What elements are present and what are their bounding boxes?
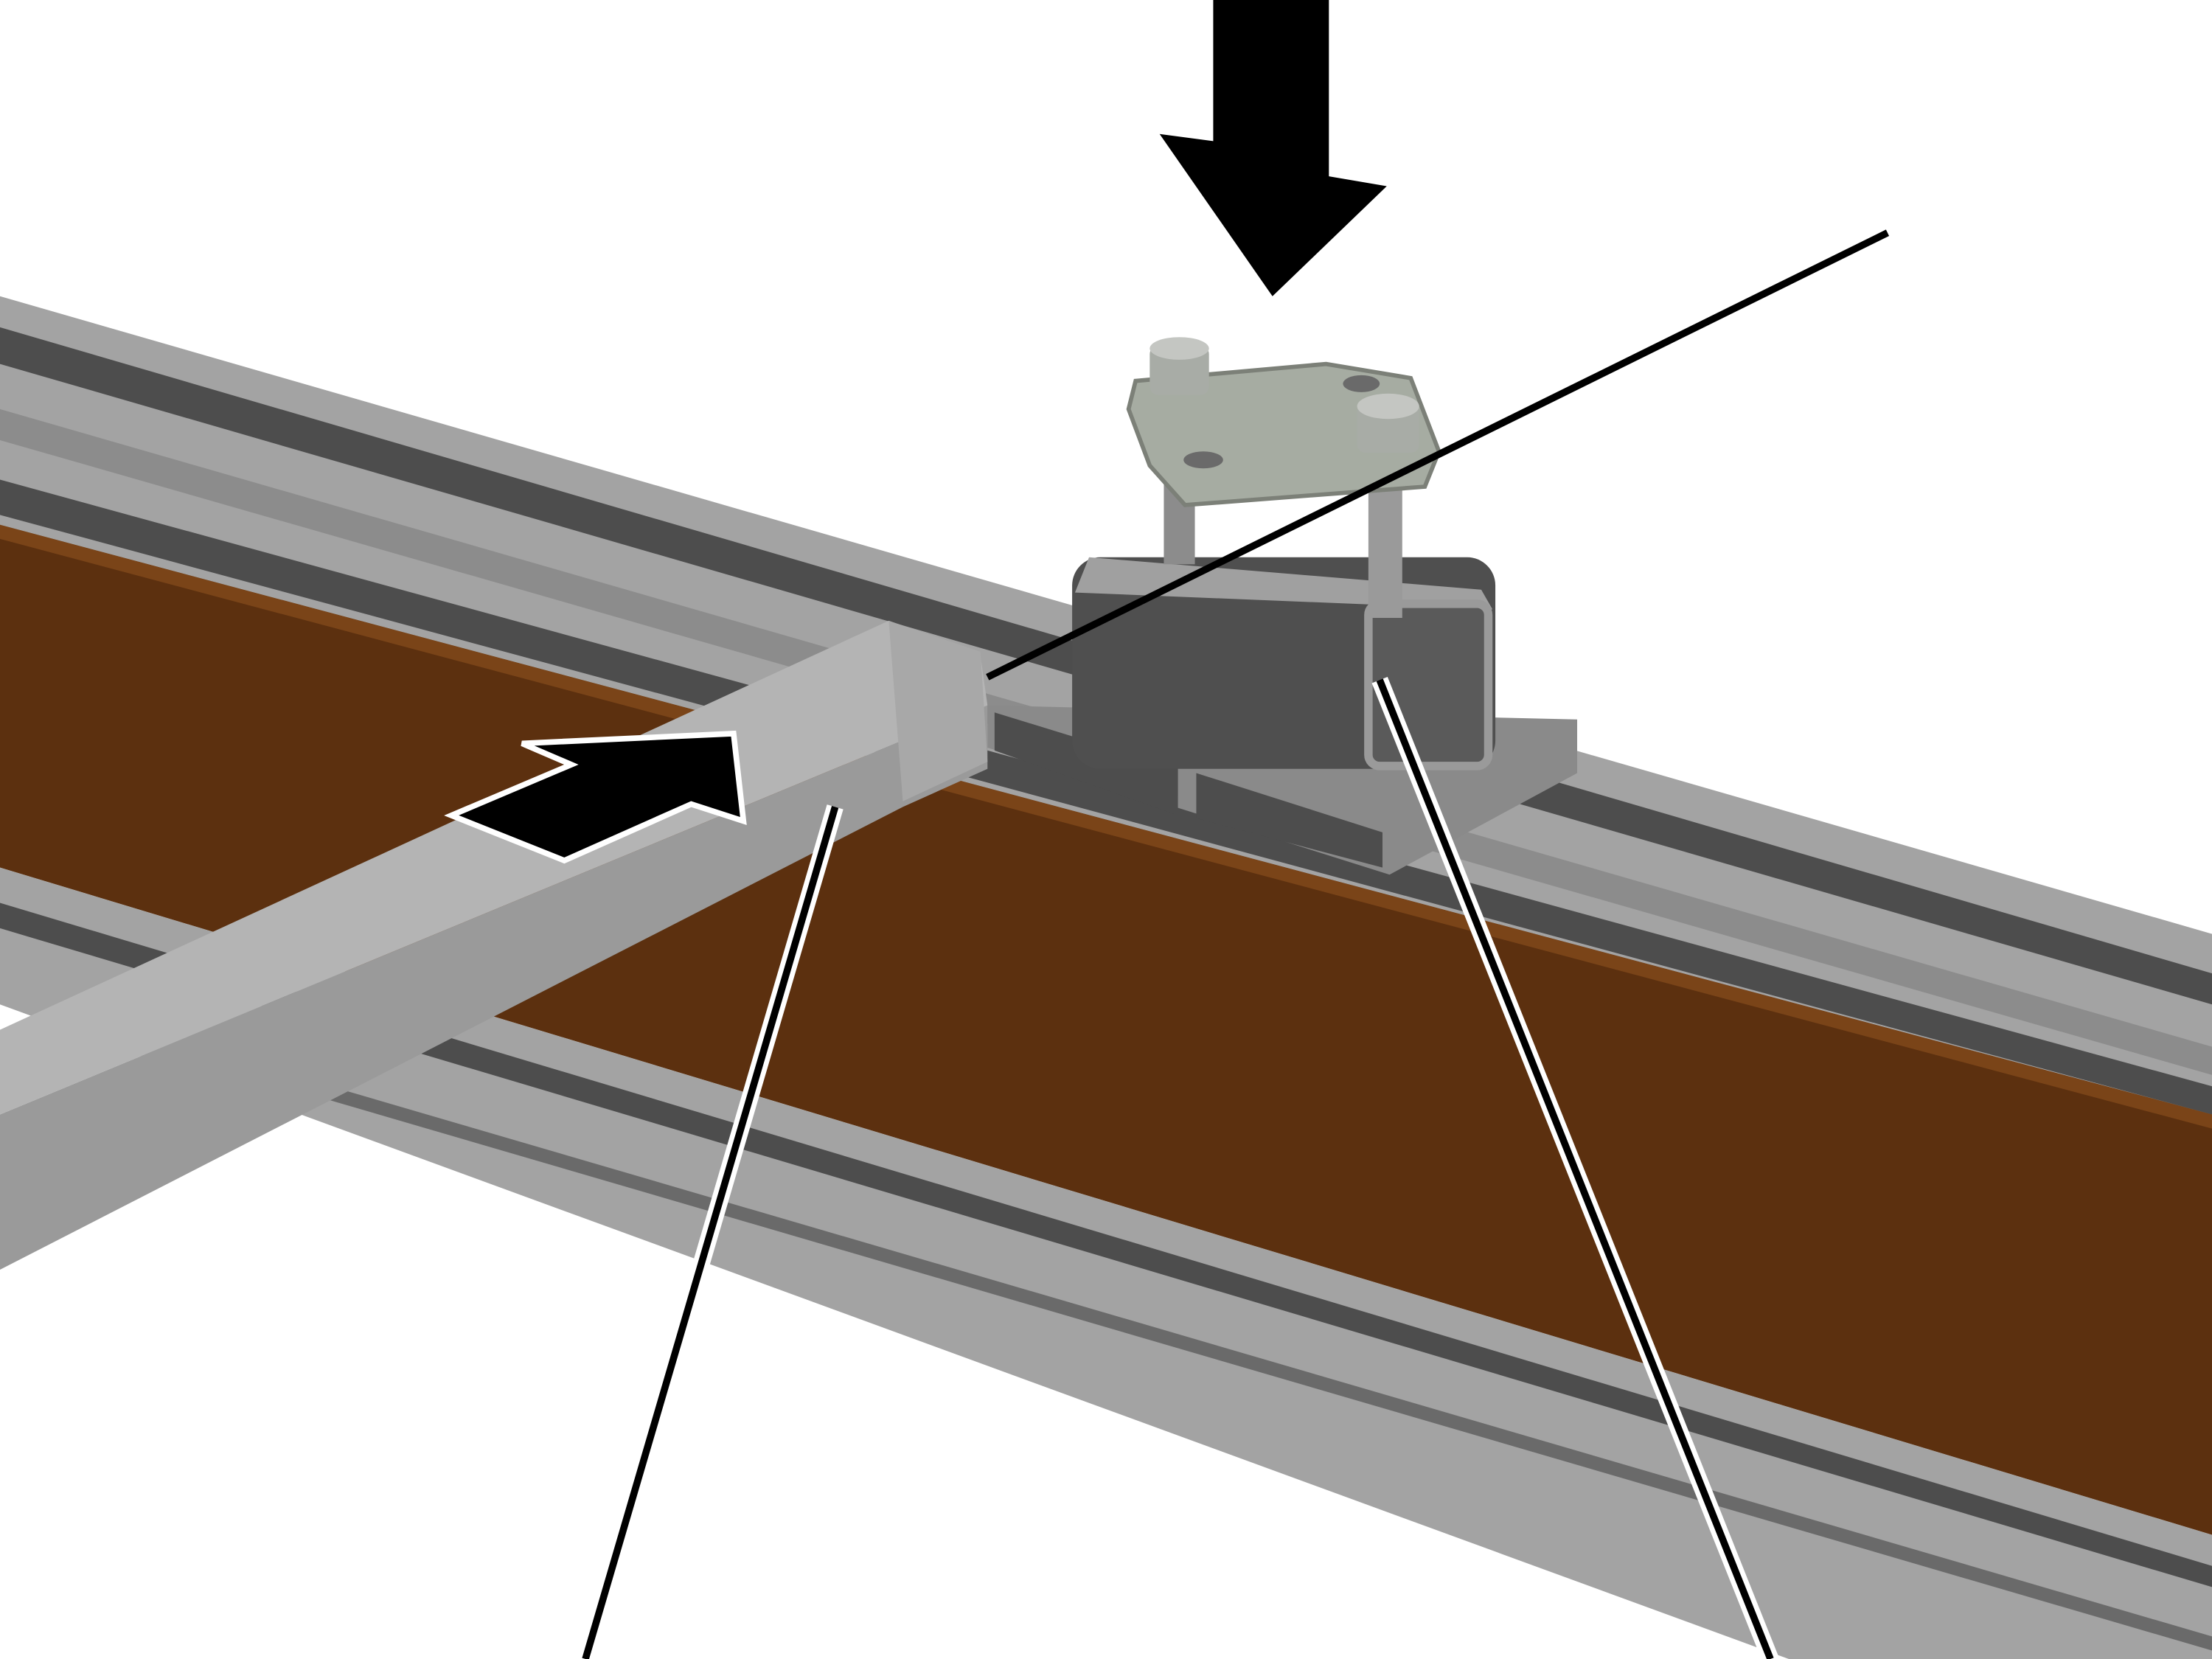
plate-hole bbox=[1343, 375, 1380, 392]
lower-rail-body bbox=[0, 867, 2212, 1659]
plate-hole bbox=[1183, 451, 1223, 469]
lower-rail-groove-2 bbox=[282, 1072, 2212, 1651]
bolt-head-left-top bbox=[1150, 337, 1209, 360]
tube-top bbox=[0, 620, 988, 1115]
leader-line-tube bbox=[577, 804, 844, 1659]
bolt-head-right-top bbox=[1357, 393, 1419, 420]
down-arrow-icon bbox=[1159, 0, 1387, 296]
leader-line-clamp bbox=[1371, 676, 1778, 1659]
tube-side bbox=[0, 705, 988, 1270]
lower-rail bbox=[0, 867, 2212, 1659]
right-arrow-icon bbox=[444, 730, 747, 864]
square-tube bbox=[0, 620, 988, 1270]
alignment-line bbox=[986, 229, 1890, 681]
clamp-slot-2 bbox=[1196, 773, 1382, 868]
tube-end bbox=[888, 620, 988, 801]
lower-rail-groove bbox=[0, 902, 2212, 1587]
upper-rail-shadow bbox=[0, 479, 2212, 1115]
clamp-plate bbox=[1126, 361, 1441, 507]
clamp-plate-assembly bbox=[1126, 337, 1441, 619]
brown-panel-edge bbox=[0, 524, 2212, 1129]
